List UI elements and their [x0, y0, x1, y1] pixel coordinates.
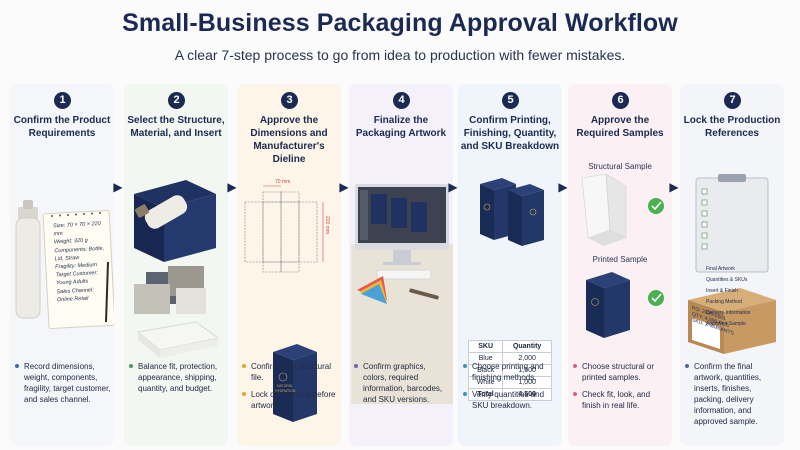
bullet-item: Confirm graphics, colors, required infor…: [354, 361, 451, 405]
table-header: Quantity: [502, 340, 552, 353]
step-6-heading: Approve the Required Samples: [576, 115, 664, 139]
checklist-item: Packing Method: [706, 299, 742, 305]
table-header-row: SKU Quantity: [467, 340, 552, 353]
step-3-bullets: Confirm final structural file. Lock dime…: [242, 361, 339, 417]
structural-sample-label: Structural Sample: [588, 162, 652, 171]
step-3-column: 3 Approve the Dimensions and Manufacture…: [237, 84, 341, 446]
approved-check-icon: [648, 198, 664, 214]
step-1-column: 1 Confirm the Product Requirements Size:…: [10, 84, 114, 446]
structure-material-illustration: [134, 180, 220, 358]
page-subtitle: A clear 7-step process to go from idea t…: [174, 47, 626, 63]
table-cell: 1,500: [502, 364, 552, 377]
step-6-column: 6 Approve the Required Samples Structura…: [568, 84, 672, 446]
production-references-illustration: [688, 174, 776, 354]
checklist-item: Approved Sample: [706, 321, 746, 327]
checklist-item: Final Artwork: [706, 266, 735, 272]
bullet-item: Lock dimensions before artwork.: [242, 389, 339, 411]
step-4-number: 4: [393, 92, 410, 109]
checklist-item: Insert & Finish: [706, 288, 738, 294]
step-7-column: 7 Lock the Production References Final A…: [680, 84, 784, 446]
table-header: SKU: [467, 340, 504, 353]
arrow-right-icon: ▶: [448, 180, 458, 194]
step-7-bullets: Confirm the final artwork, quantities, i…: [685, 361, 782, 433]
sku-quantity-table: SKU Quantity Blue 2,000 Black 1,500 Whit…: [467, 340, 552, 401]
step-2-heading: Select the Structure, Material, and Inse…: [127, 115, 225, 139]
dieline-width-label: 70 mm: [275, 179, 291, 185]
requirements-note: Size: 70 × 70 × 220 mm Weight: 320 g Com…: [53, 220, 109, 305]
page-title: Small-Business Packaging Approval Workfl…: [122, 9, 678, 37]
bullet-item: Confirm final structural file.: [242, 361, 339, 383]
table-row: White 1,000: [467, 376, 552, 389]
product-requirements-illustration: [15, 200, 114, 330]
bullet-item: Record dimensions, weight, components, f…: [15, 361, 112, 405]
step-2-bullets: Balance fit, protection, appearance, shi…: [129, 361, 226, 400]
step-2-column: 2 Select the Structure, Material, and In…: [124, 84, 228, 446]
step-5-bullets: Choose printing and finishing methods. V…: [463, 361, 560, 417]
arrow-right-icon: ▶: [339, 180, 349, 194]
bullet-item: Confirm the final artwork, quantities, i…: [685, 361, 782, 427]
bullet-item: Balance fit, protection, appearance, shi…: [129, 361, 226, 394]
table-cell: Total: [467, 388, 504, 401]
table-total-row: Total 4,500: [467, 388, 552, 401]
table-cell: 4,500: [502, 388, 552, 401]
arrow-right-icon: ▶: [669, 180, 679, 194]
checklist-item: Quantities & SKUs: [706, 277, 748, 283]
bullet-item: Verify quantities and SKU breakdown.: [463, 389, 560, 411]
step-5-heading: Confirm Printing, Finishing, Quantity, a…: [460, 115, 560, 152]
dieline-height-label: 220 mm: [324, 215, 331, 235]
step-5-column: 5 Confirm Printing, Finishing, Quantity,…: [458, 84, 562, 446]
printed-sample-label: Printed Sample: [592, 255, 648, 264]
artwork-monitor-illustration: [351, 184, 453, 404]
step-6-number: 6: [612, 92, 629, 109]
bullet-item: Choose structural or printed samples.: [573, 361, 670, 383]
bullet-item: Choose printing and finishing methods.: [463, 361, 560, 383]
step-5-number: 5: [502, 92, 519, 109]
step-1-bullets: Record dimensions, weight, components, f…: [15, 361, 112, 411]
step-1-heading: Confirm the Product Requirements: [13, 115, 111, 139]
step-1-number: 1: [54, 92, 71, 109]
checklist-item: Delivery Information: [706, 310, 751, 316]
step-2-number: 2: [168, 92, 185, 109]
step-7-heading: Lock the Production References: [683, 115, 781, 139]
step-4-column: 4 Finalize the Packaging Artwork Confirm…: [349, 84, 453, 446]
step-3-number: 3: [281, 92, 298, 109]
step-4-bullets: Confirm graphics, colors, required infor…: [354, 361, 451, 411]
dieline-illustration: [244, 185, 324, 422]
samples-illustration: [581, 173, 664, 338]
production-checklist: Final Artwork Quantities & SKUs Insert &…: [706, 266, 758, 330]
arrow-right-icon: ▶: [113, 180, 123, 194]
step-7-number: 7: [724, 92, 741, 109]
bullet-item: Check fit, look, and finish in real life…: [573, 389, 670, 411]
arrow-right-icon: ▶: [227, 180, 237, 194]
step-3-heading: Approve the Dimensions and Manufacturer'…: [250, 115, 328, 165]
approved-check-icon: [648, 290, 664, 306]
step-4-heading: Finalize the Packaging Artwork: [355, 115, 447, 139]
printed-boxes-illustration: [480, 178, 544, 246]
arrow-right-icon: ▶: [558, 180, 568, 194]
step-6-bullets: Choose structural or printed samples. Ch…: [573, 361, 670, 417]
